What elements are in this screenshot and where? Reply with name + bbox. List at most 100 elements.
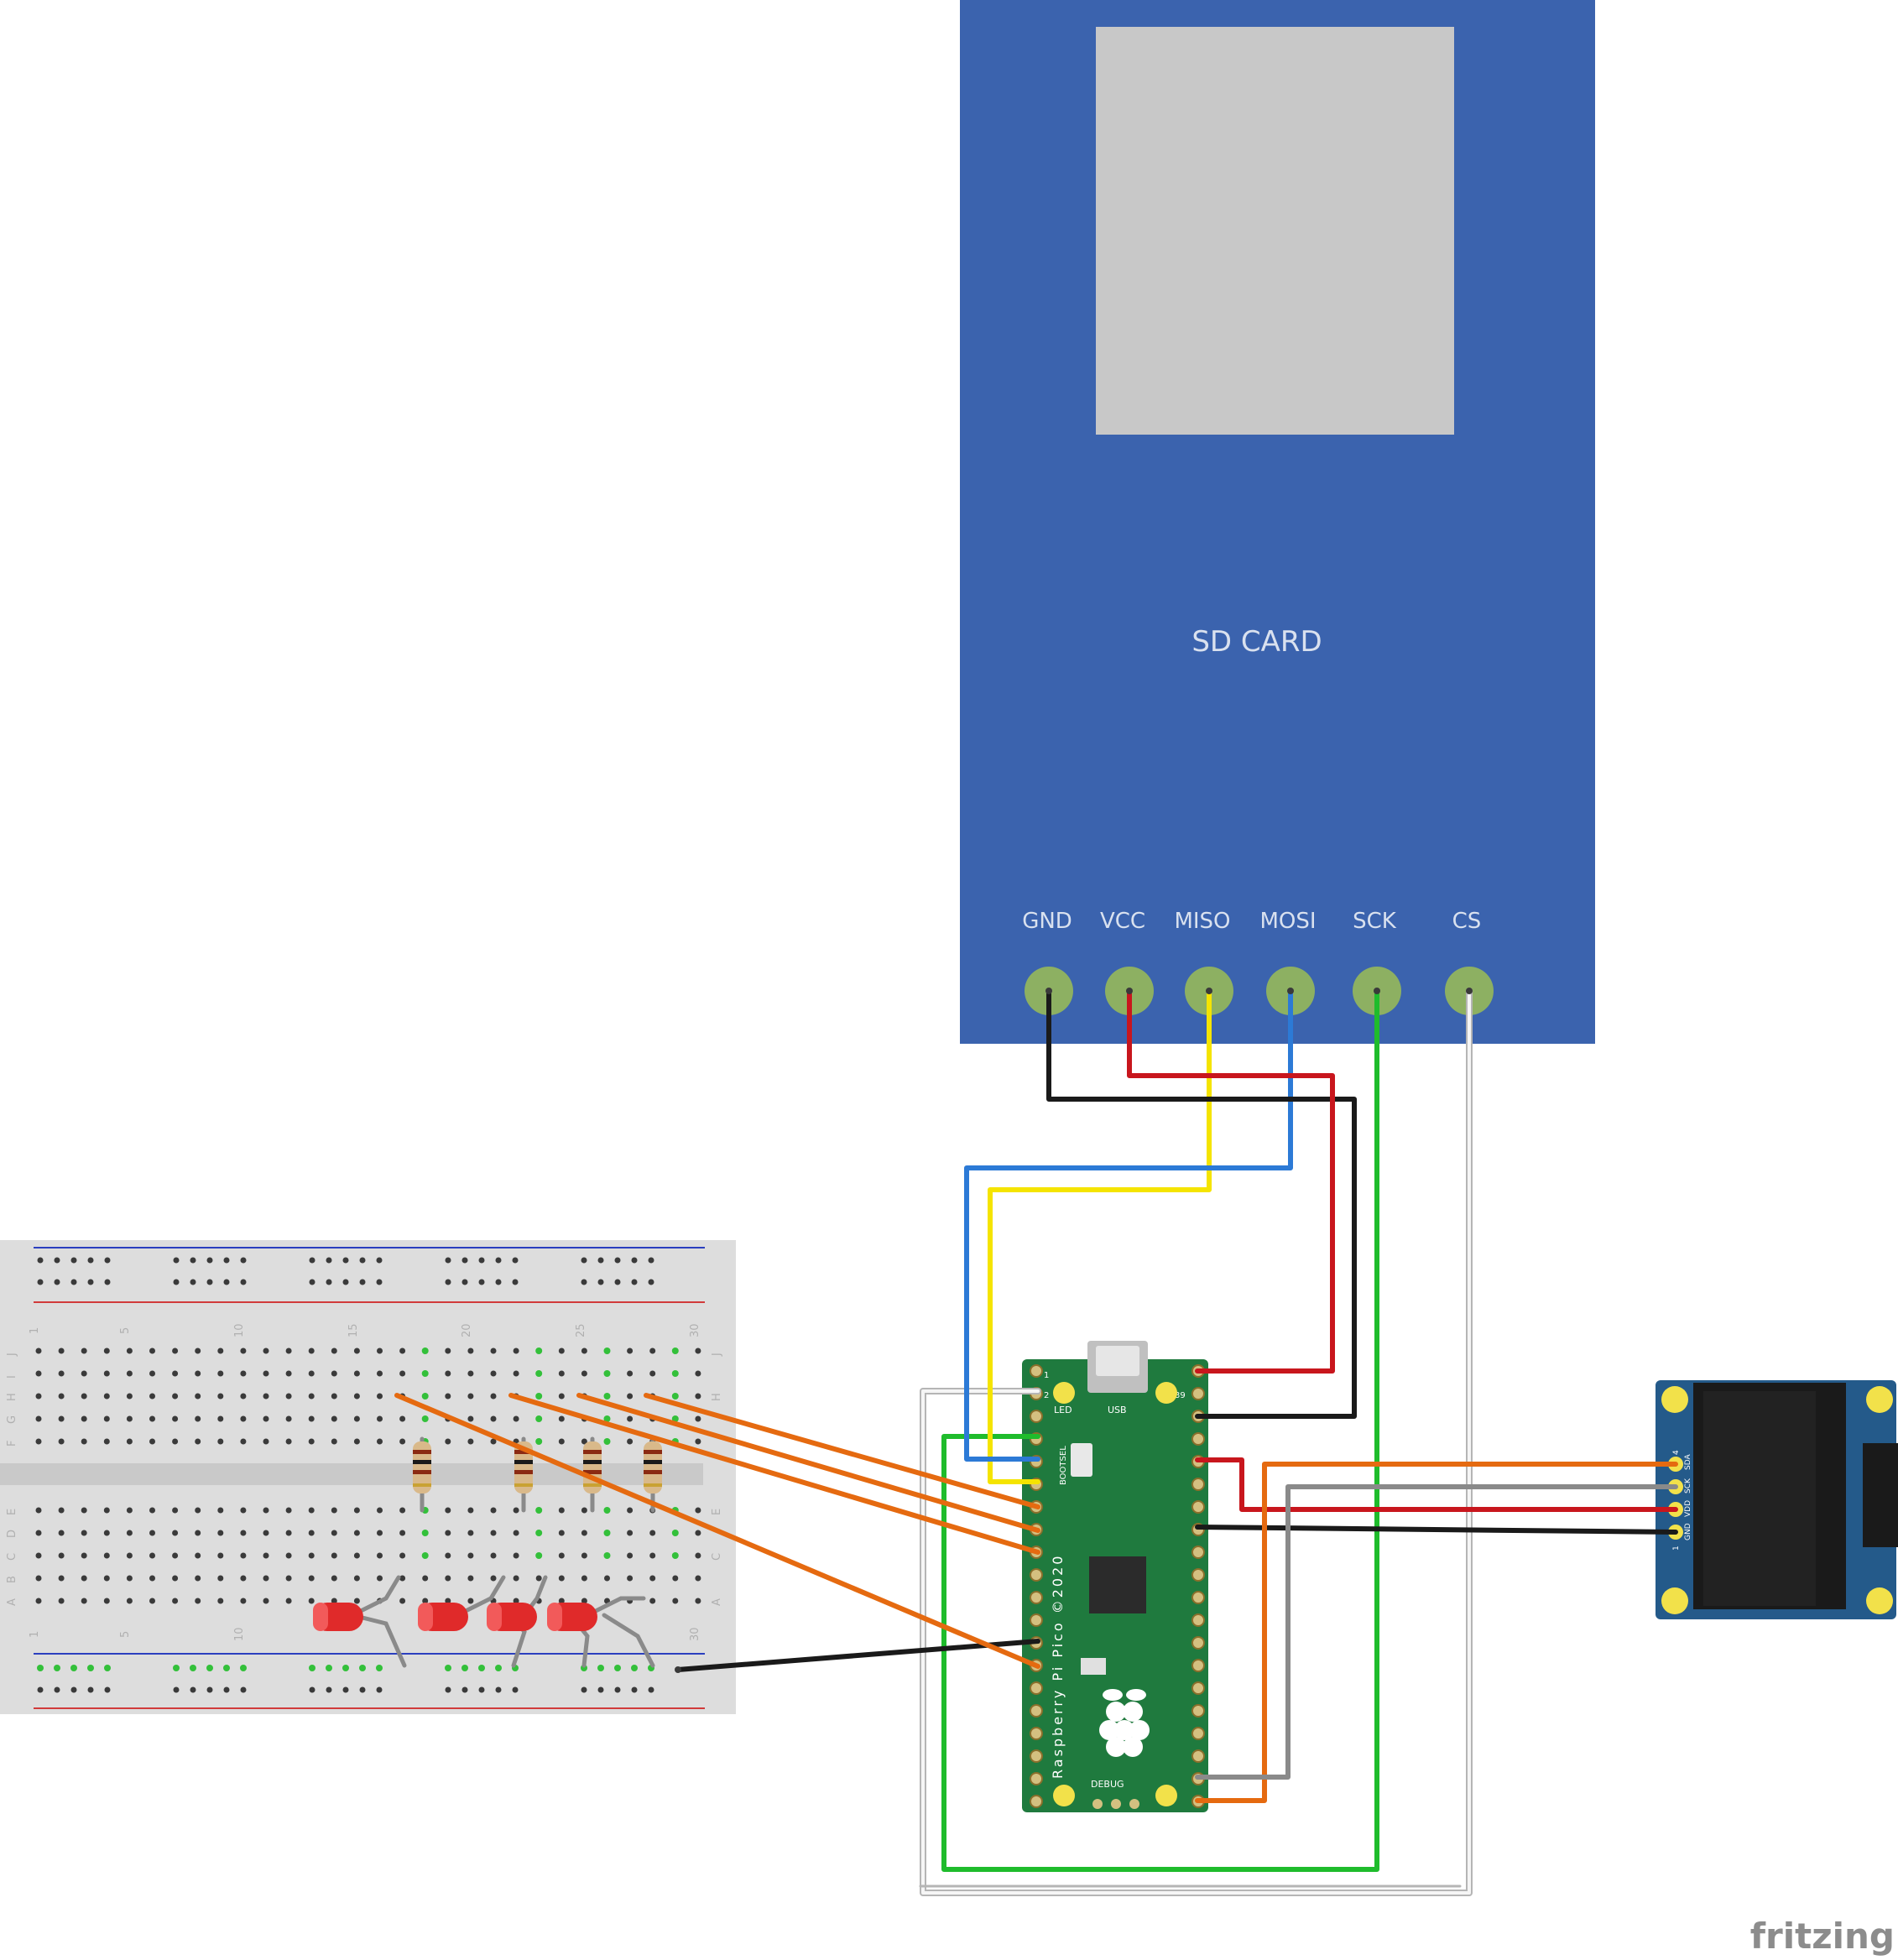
breadboard-hole[interactable] bbox=[240, 1438, 247, 1445]
breadboard-hole[interactable] bbox=[81, 1530, 87, 1536]
breadboard-hole[interactable] bbox=[103, 1415, 110, 1422]
breadboard-hole-connected[interactable] bbox=[603, 1393, 611, 1400]
rail-hole[interactable] bbox=[614, 1257, 621, 1264]
pico-pin[interactable] bbox=[1191, 1681, 1205, 1695]
breadboard-hole[interactable] bbox=[35, 1438, 42, 1445]
pico-pin[interactable] bbox=[1030, 1613, 1043, 1627]
breadboard-hole[interactable] bbox=[285, 1415, 292, 1422]
breadboard-hole[interactable] bbox=[240, 1415, 247, 1422]
breadboard-hole-connected[interactable] bbox=[671, 1370, 679, 1377]
pico-pin[interactable] bbox=[1191, 1636, 1205, 1650]
pico-pin[interactable] bbox=[1030, 1772, 1043, 1785]
breadboard-hole[interactable] bbox=[149, 1348, 155, 1354]
rail-hole[interactable] bbox=[326, 1257, 332, 1264]
breadboard-hole[interactable] bbox=[103, 1552, 110, 1559]
breadboard-hole[interactable] bbox=[217, 1552, 224, 1559]
breadboard-hole[interactable] bbox=[308, 1415, 315, 1422]
breadboard-hole[interactable] bbox=[195, 1370, 201, 1377]
breadboard-hole[interactable] bbox=[195, 1575, 201, 1582]
wire-oled-gnd[interactable] bbox=[1195, 1525, 1678, 1535]
breadboard-hole[interactable] bbox=[126, 1575, 133, 1582]
rail-hole[interactable] bbox=[359, 1257, 366, 1264]
rail-hole[interactable] bbox=[54, 1279, 60, 1285]
breadboard-hole[interactable] bbox=[217, 1348, 224, 1354]
wire-miso[interactable] bbox=[988, 988, 1212, 1484]
rail-hole[interactable] bbox=[190, 1279, 196, 1285]
wire-oled-sck[interactable] bbox=[1195, 1484, 1678, 1780]
breadboard-hole[interactable] bbox=[81, 1370, 87, 1377]
breadboard-hole[interactable] bbox=[695, 1575, 701, 1582]
breadboard-hole[interactable] bbox=[490, 1438, 497, 1445]
breadboard-hole[interactable] bbox=[172, 1552, 179, 1559]
breadboard-hole[interactable] bbox=[195, 1507, 201, 1514]
rail-hole[interactable] bbox=[206, 1257, 213, 1264]
rail-hole[interactable] bbox=[104, 1665, 111, 1671]
breadboard-hole[interactable] bbox=[353, 1415, 360, 1422]
rail-hole[interactable] bbox=[309, 1257, 315, 1264]
rail-hole[interactable] bbox=[614, 1665, 621, 1671]
pico-pin[interactable] bbox=[1191, 1613, 1205, 1627]
breadboard-hole[interactable] bbox=[308, 1348, 315, 1354]
rail-hole[interactable] bbox=[445, 1279, 451, 1285]
pico-pin[interactable] bbox=[1191, 1727, 1205, 1740]
rail-hole[interactable] bbox=[87, 1686, 94, 1693]
rail-hole[interactable] bbox=[309, 1686, 315, 1693]
breadboard-hole[interactable] bbox=[58, 1507, 65, 1514]
breadboard-hole[interactable] bbox=[81, 1552, 87, 1559]
breadboard-hole[interactable] bbox=[172, 1575, 179, 1582]
pico-pin[interactable] bbox=[1191, 1478, 1205, 1491]
rail-hole[interactable] bbox=[359, 1665, 366, 1671]
breadboard-hole[interactable] bbox=[172, 1393, 179, 1400]
rail-hole[interactable] bbox=[495, 1665, 502, 1671]
pico-debug-pin[interactable] bbox=[1092, 1799, 1103, 1809]
breadboard-hole[interactable] bbox=[126, 1393, 133, 1400]
breadboard-hole[interactable] bbox=[353, 1507, 360, 1514]
breadboard-hole[interactable] bbox=[58, 1530, 65, 1536]
rail-hole[interactable] bbox=[342, 1257, 349, 1264]
breadboard-hole[interactable] bbox=[195, 1348, 201, 1354]
rail-hole[interactable] bbox=[597, 1257, 604, 1264]
rail-hole[interactable] bbox=[173, 1279, 180, 1285]
breadboard-hole[interactable] bbox=[263, 1348, 269, 1354]
breadboard-hole-connected[interactable] bbox=[535, 1507, 543, 1514]
breadboard-hole[interactable] bbox=[581, 1507, 587, 1514]
breadboard-hole[interactable] bbox=[172, 1415, 179, 1422]
breadboard-hole-connected[interactable] bbox=[535, 1370, 543, 1377]
breadboard-hole[interactable] bbox=[195, 1552, 201, 1559]
breadboard-hole[interactable] bbox=[103, 1507, 110, 1514]
breadboard-hole[interactable] bbox=[445, 1370, 451, 1377]
breadboard-hole[interactable] bbox=[285, 1393, 292, 1400]
breadboard-hole[interactable] bbox=[513, 1415, 519, 1422]
resistor-3[interactable] bbox=[583, 1441, 602, 1493]
rail-hole[interactable] bbox=[54, 1665, 60, 1671]
pico-pin[interactable] bbox=[1191, 1704, 1205, 1718]
breadboard-hole[interactable] bbox=[331, 1507, 337, 1514]
breadboard-hole[interactable] bbox=[331, 1348, 337, 1354]
rail-hole[interactable] bbox=[223, 1279, 230, 1285]
breadboard-hole[interactable] bbox=[467, 1393, 474, 1400]
breadboard-hole[interactable] bbox=[377, 1415, 383, 1422]
breadboard-hole[interactable] bbox=[558, 1575, 565, 1582]
breadboard-hole[interactable] bbox=[103, 1438, 110, 1445]
breadboard-hole[interactable] bbox=[445, 1598, 451, 1604]
breadboard-hole[interactable] bbox=[695, 1348, 701, 1354]
breadboard-hole[interactable] bbox=[695, 1438, 701, 1445]
breadboard-hole[interactable] bbox=[581, 1438, 587, 1445]
breadboard-hole[interactable] bbox=[445, 1552, 451, 1559]
breadboard-hole[interactable] bbox=[81, 1575, 87, 1582]
rail-hole[interactable] bbox=[342, 1686, 349, 1693]
rail-hole[interactable] bbox=[326, 1665, 332, 1671]
breadboard-hole[interactable] bbox=[263, 1598, 269, 1604]
breadboard-hole[interactable] bbox=[195, 1393, 201, 1400]
breadboard-hole[interactable] bbox=[377, 1575, 383, 1582]
rail-hole[interactable] bbox=[190, 1665, 196, 1671]
rail-hole[interactable] bbox=[70, 1665, 77, 1671]
breadboard-hole[interactable] bbox=[558, 1530, 565, 1536]
rail-hole[interactable] bbox=[512, 1257, 519, 1264]
pico-debug-pin[interactable] bbox=[1111, 1799, 1121, 1809]
breadboard-hole-connected[interactable] bbox=[603, 1370, 611, 1377]
rail-hole[interactable] bbox=[173, 1686, 180, 1693]
breadboard-hole[interactable] bbox=[399, 1438, 406, 1445]
breadboard-hole[interactable] bbox=[240, 1575, 247, 1582]
breadboard-hole[interactable] bbox=[217, 1370, 224, 1377]
